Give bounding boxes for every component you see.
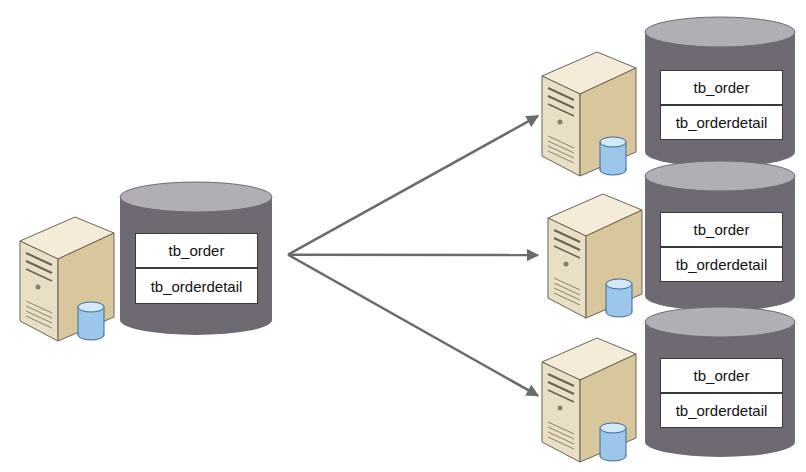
database-server: tb_order tb_orderdetail xyxy=(538,22,798,184)
database-server: tb_order tb_orderdetail xyxy=(538,165,798,323)
database-cylinder xyxy=(645,161,795,311)
table-box: tb_order xyxy=(660,70,783,105)
table-box: tb_order xyxy=(660,358,783,393)
table-name: tb_order xyxy=(694,221,750,238)
database-cylinder xyxy=(645,17,795,167)
arrow-connector xyxy=(288,116,538,255)
database-cylinder xyxy=(120,182,272,335)
database-cylinder xyxy=(645,307,795,457)
server-icon xyxy=(20,217,114,341)
server-icon xyxy=(542,52,636,176)
table-box: tb_orderdetail xyxy=(660,393,783,428)
table-name: tb_order xyxy=(694,367,750,384)
server-icon xyxy=(548,194,642,318)
table-box: tb_orderdetail xyxy=(135,268,258,304)
database-server: tb_order tb_orderdetail xyxy=(538,312,798,464)
database-server: tb_order tb_orderdetail xyxy=(18,180,276,346)
table-name: tb_order xyxy=(694,79,750,96)
table-box: tb_orderdetail xyxy=(660,247,783,282)
server-icon xyxy=(542,338,636,462)
table-name: tb_order xyxy=(169,242,225,259)
arrow-connector xyxy=(288,253,538,256)
arrow-connector xyxy=(288,255,538,396)
table-box: tb_orderdetail xyxy=(660,105,783,140)
table-name: tb_orderdetail xyxy=(676,114,768,131)
table-box: tb_order xyxy=(135,233,258,268)
table-box: tb_order xyxy=(660,212,783,247)
table-name: tb_orderdetail xyxy=(676,256,768,273)
table-name: tb_orderdetail xyxy=(151,278,243,295)
table-name: tb_orderdetail xyxy=(676,402,768,419)
